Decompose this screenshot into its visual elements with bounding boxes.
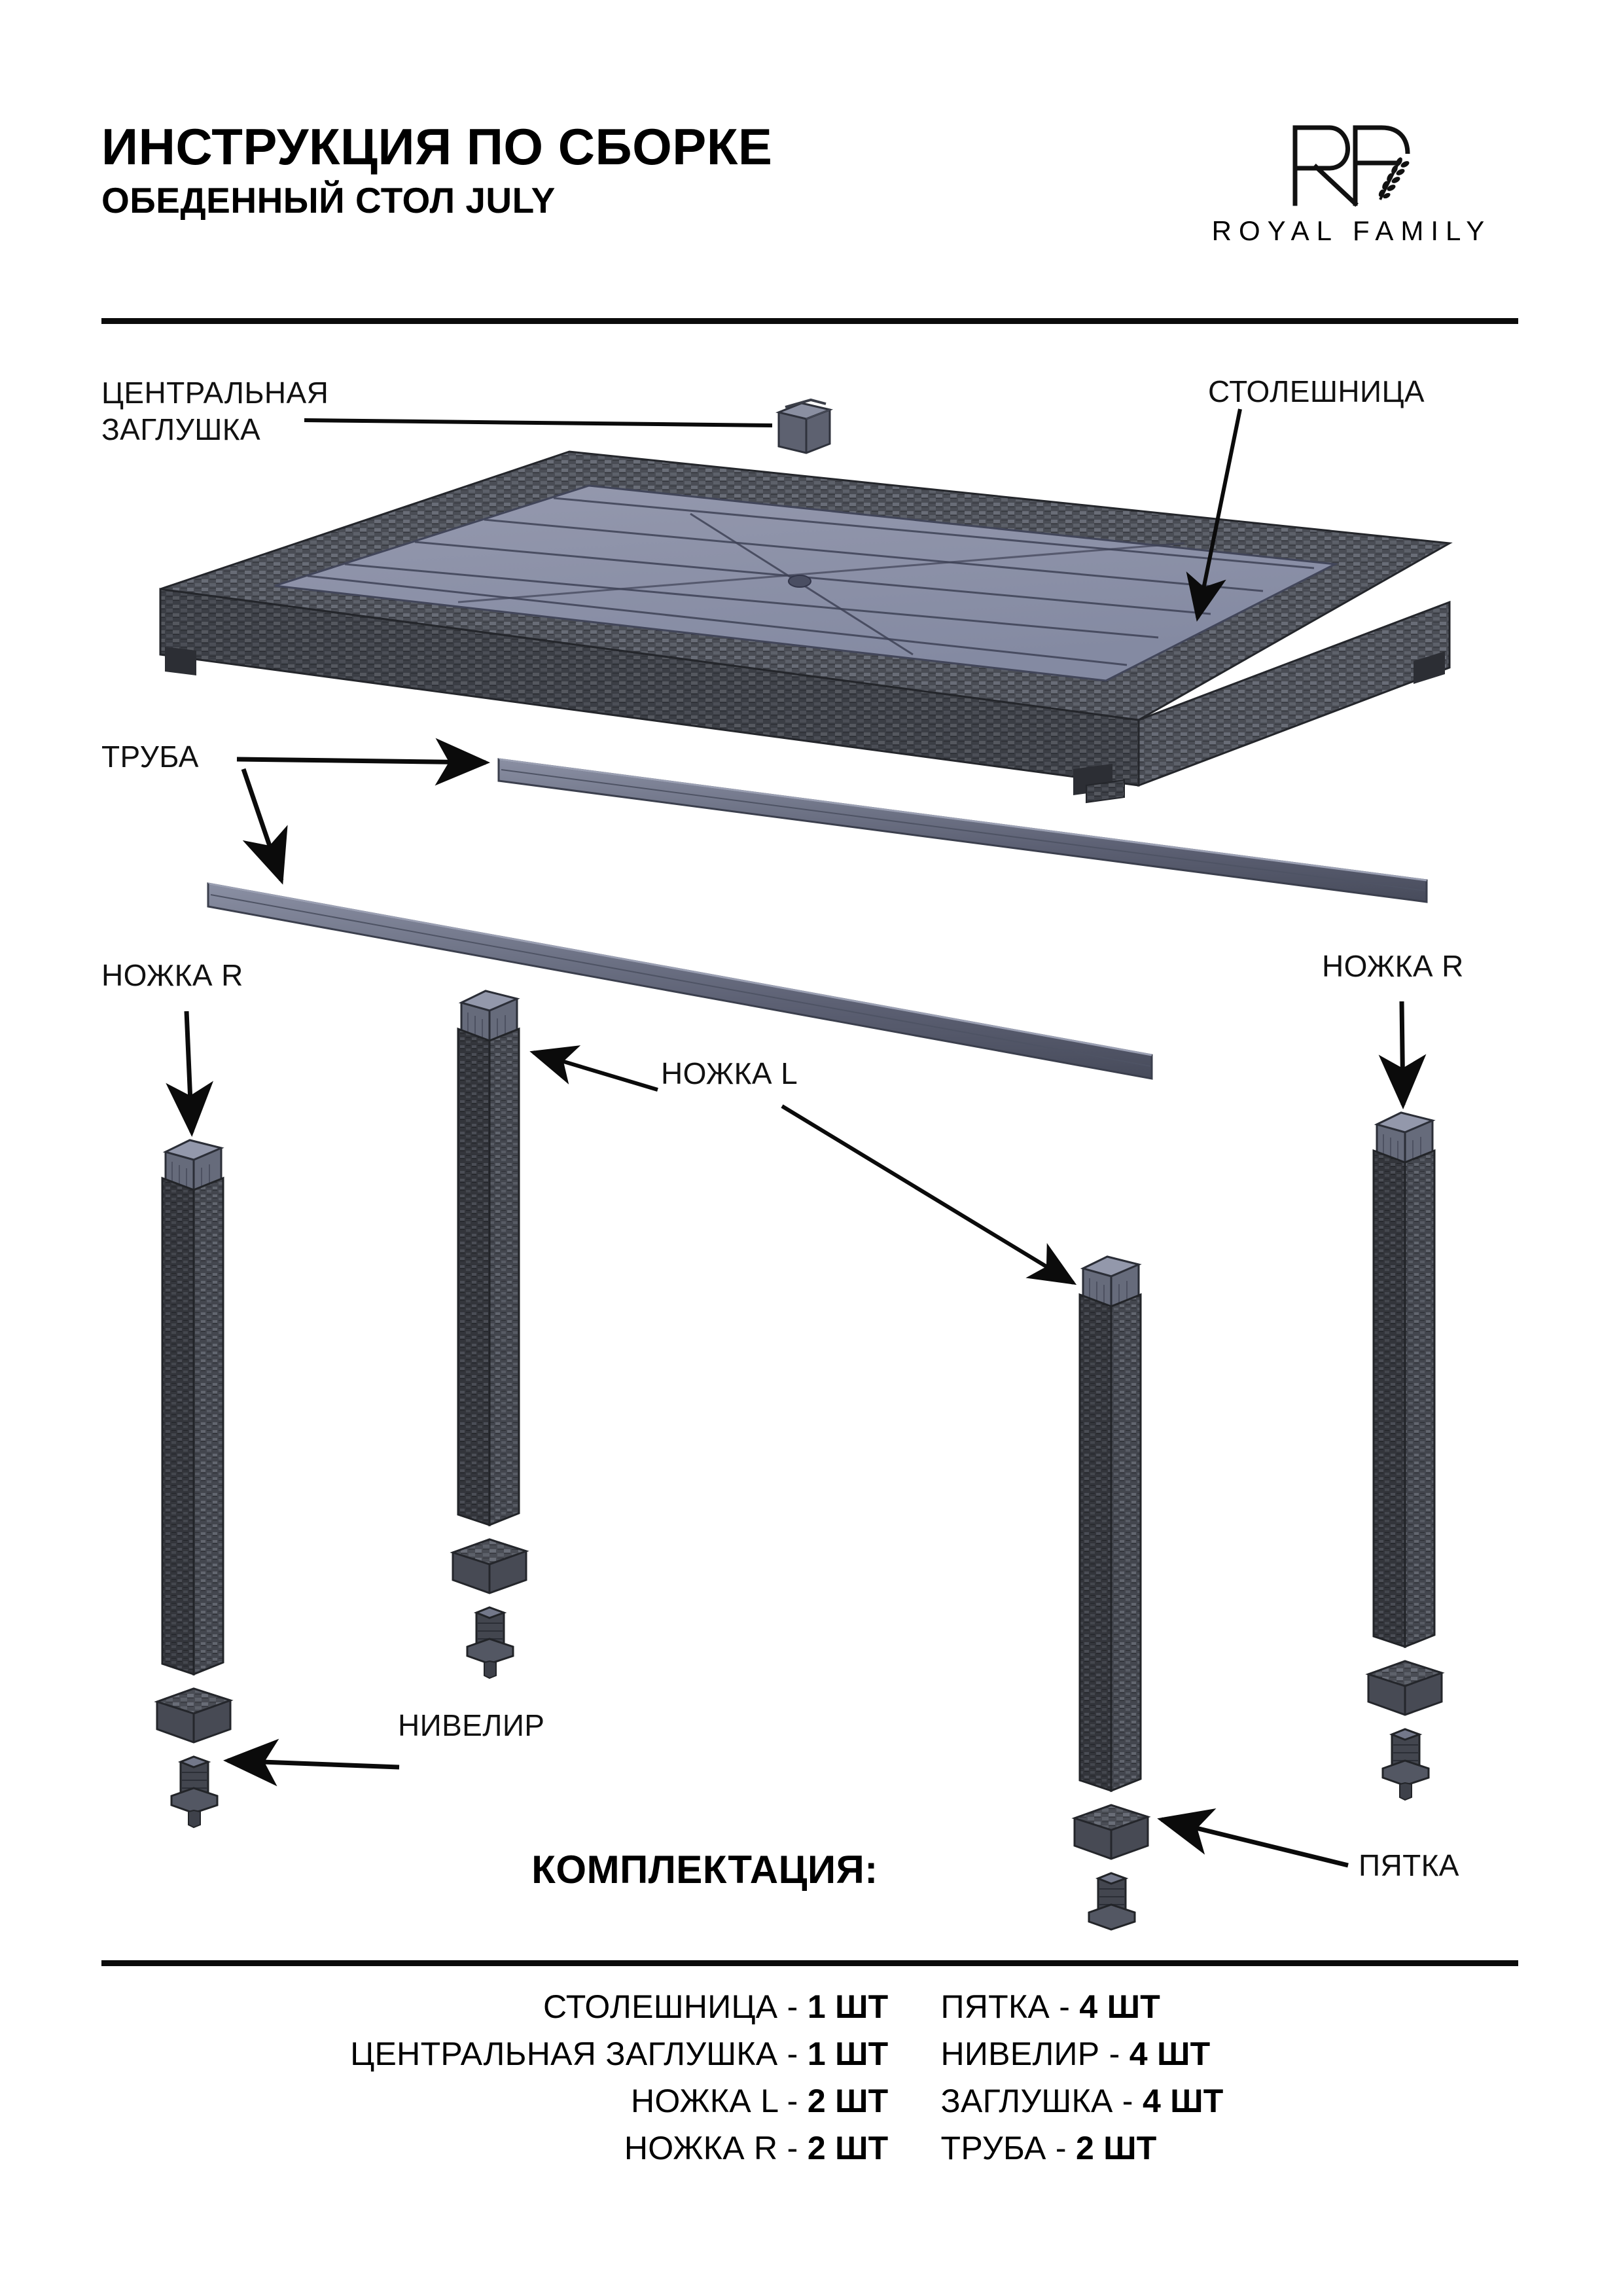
label-tabletop: СТОЛЕШНИЦА (1208, 374, 1425, 408)
leg-r-right-part (1365, 1111, 1445, 1801)
kit-row: ПЯТКА - 4 ШТ (941, 1983, 1399, 2030)
kit-column-left: СТОЛЕШНИЦА - 1 ШТ ЦЕНТРАЛЬНАЯ ЗАГЛУШКА -… (221, 1983, 889, 2172)
kit-part-name: СТОЛЕШНИЦА (543, 1988, 778, 2025)
rf-monogram-icon (1178, 122, 1518, 209)
kit-part-qty: 2 ШТ (1075, 2130, 1157, 2166)
kit-part-qty: 4 ШТ (1129, 2036, 1211, 2072)
kit-separator: - (1099, 2036, 1130, 2072)
leader-lines (166, 408, 1427, 1868)
leg-l-right-part (1071, 1255, 1151, 1931)
kit-part-qty: 4 ШТ (1142, 2083, 1224, 2119)
kit-part-qty: 1 ШТ (807, 1988, 889, 2025)
kit-separator: - (1050, 1988, 1080, 2025)
page-title: ИНСТРУКЦИЯ ПО СБОРКЕ (101, 118, 773, 175)
kit-row: ЗАГЛУШКА - 4 ШТ (941, 2077, 1399, 2125)
kit-part-name: ТРУБА (940, 2130, 1046, 2166)
kit-row: ЦЕНТРАЛЬНАЯ ЗАГЛУШКА - 1 ШТ (221, 2030, 889, 2077)
kit-separator: - (777, 2036, 808, 2072)
kit-row: НОЖКА L - 2 ШТ (221, 2077, 889, 2125)
kit-divider (101, 1960, 1518, 1966)
tube-part-lower (207, 882, 1153, 1080)
kit-row: НИВЕЛИР - 4 ШТ (941, 2030, 1399, 2077)
kit-row: НОЖКА R - 2 ШТ (221, 2125, 889, 2172)
kit-column-right: ПЯТКА - 4 ШТ НИВЕЛИР - 4 ШТ ЗАГЛУШКА - 4… (941, 1983, 1399, 2172)
kit-part-name: НОЖКА L (630, 2083, 778, 2119)
label-leg-l: НОЖКА L (661, 1056, 798, 1090)
document-header: ИНСТРУКЦИЯ ПО СБОРКЕ ОБЕДЕННЫЙ СТОЛ JULY (101, 121, 1518, 272)
kit-part-name: НИВЕЛИР (940, 2036, 1100, 2072)
label-leg-r-left: НОЖКА R (101, 958, 243, 992)
kit-part-qty: 2 ШТ (807, 2130, 889, 2166)
brand-wordmark: ROYAL FAMILY (1211, 215, 1492, 246)
label-foot: ПЯТКА (1359, 1848, 1459, 1882)
label-tube: ТРУБА (101, 740, 199, 774)
kit-row: СТОЛЕШНИЦА - 1 ШТ (221, 1983, 889, 2030)
kit-row: ТРУБА - 2 ШТ (941, 2125, 1399, 2172)
kit-separator: - (777, 1988, 808, 2025)
kit-part-qty: 4 ШТ (1079, 1988, 1161, 2025)
kit-part-name: ЗАГЛУШКА (940, 2083, 1113, 2119)
central-plug-part (775, 398, 834, 454)
kit-part-qty: 2 ШТ (807, 2083, 889, 2119)
kit-part-name: ЦЕНТРАЛЬНАЯ ЗАГЛУШКА (350, 2036, 778, 2072)
leg-r-left-part (154, 1139, 234, 1829)
kit-separator: - (1046, 2130, 1076, 2166)
page-subtitle: ОБЕДЕННЫЙ СТОЛ JULY (101, 180, 556, 221)
tabletop-part (159, 450, 1453, 804)
brand-logo: ROYAL FAMILY (1178, 122, 1518, 247)
tube-part-upper (497, 758, 1428, 903)
kit-separator: - (777, 2130, 808, 2166)
kit-separator: - (1112, 2083, 1143, 2119)
kit-part-name: НОЖКА R (624, 2130, 778, 2166)
kit-part-qty: 1 ШТ (807, 2036, 889, 2072)
header-divider (101, 318, 1518, 324)
title-block: ИНСТРУКЦИЯ ПО СБОРКЕ ОБЕДЕННЫЙ СТОЛ JULY (101, 121, 772, 219)
kit-part-name: ПЯТКА (940, 1988, 1050, 2025)
kit-separator: - (777, 2083, 808, 2119)
kit-heading: КОМПЛЕКТАЦИЯ: (531, 1848, 878, 1892)
label-leg-r-right: НОЖКА R (1322, 949, 1464, 983)
leg-l-centre-part (450, 990, 529, 1679)
label-leveler: НИВЕЛИР (398, 1708, 545, 1742)
kit-contents-list: СТОЛЕШНИЦА - 1 ШТ ЦЕНТРАЛЬНАЯ ЗАГЛУШКА -… (101, 1983, 1518, 2172)
